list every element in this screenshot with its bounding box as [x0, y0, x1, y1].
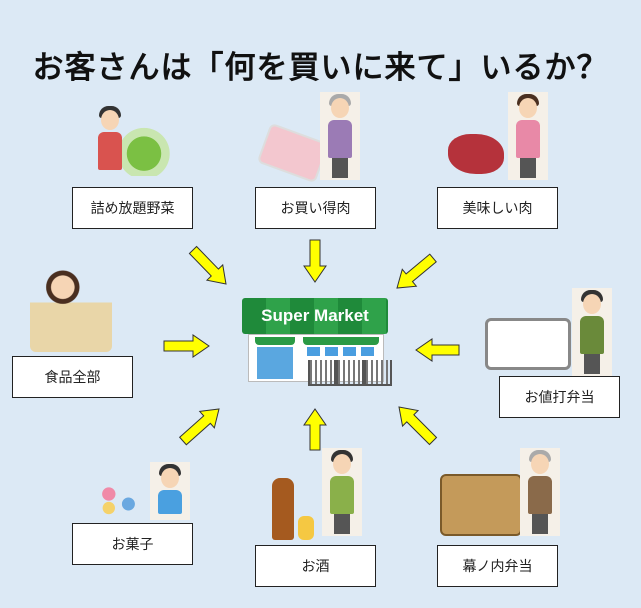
bento-illustration	[485, 318, 571, 370]
makunouchi-bento-illustration	[440, 474, 522, 536]
cart-icon	[336, 360, 364, 386]
label-box-value-bento: お値打弁当	[499, 376, 620, 418]
grocery-woman-illustration	[30, 262, 112, 352]
store-door	[257, 347, 293, 379]
label-box-alcohol: お酒	[255, 545, 376, 587]
woman-shopper-illustration	[508, 92, 548, 180]
label-box-vegetables: 詰め放題野菜	[72, 187, 193, 229]
man-illustration	[572, 288, 612, 376]
arrow-icon	[398, 406, 438, 446]
label-box-tasty-meat: 美味しい肉	[437, 187, 558, 229]
arrow-icon	[396, 253, 437, 289]
boy-illustration	[150, 462, 190, 520]
page-title: お客さんは「何を買いに来て」いるか？	[32, 50, 609, 86]
cart-icon	[308, 360, 336, 386]
vegetables-illustration	[118, 120, 170, 176]
beef-illustration	[448, 134, 504, 174]
label-box-makunouchi: 幕ノ内弁当	[437, 545, 558, 587]
arrow-icon	[415, 338, 460, 362]
supermarket-illustration: Super Market	[242, 298, 392, 390]
arrow-icon	[163, 334, 210, 358]
arrow-icon	[188, 245, 227, 285]
arrow-icon	[303, 239, 327, 283]
beer-illustration	[272, 478, 294, 540]
beer-glass-illustration	[298, 516, 314, 540]
label-box-snacks: お菓子	[72, 523, 193, 565]
elderly-woman-illustration	[320, 92, 360, 180]
label-box-bargain-meat: お買い得肉	[255, 187, 376, 229]
man-with-basket-illustration	[322, 448, 362, 536]
cart-icon	[364, 360, 392, 386]
label-box-all-food: 食品全部	[12, 356, 133, 398]
supermarket-sign: Super Market	[242, 298, 388, 334]
arrow-icon	[303, 408, 327, 451]
candy-illustration	[92, 478, 148, 518]
arrow-icon	[178, 408, 220, 446]
elderly-man-illustration	[520, 448, 560, 536]
woman-illustration	[90, 104, 130, 192]
